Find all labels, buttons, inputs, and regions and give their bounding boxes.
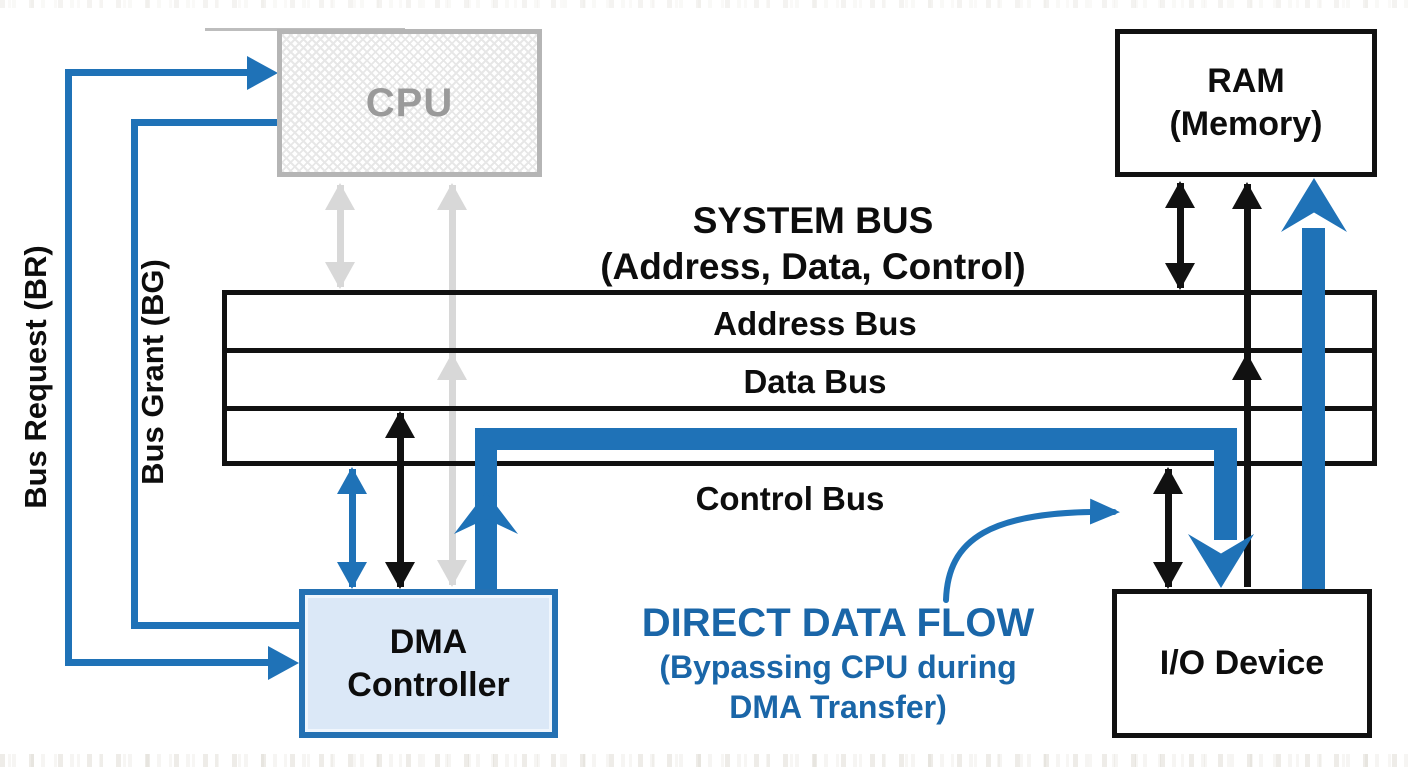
arrowhead-down-icon [1165,263,1195,290]
dma-controller-box: DMA Controller [299,589,558,738]
arrowhead-right-icon [247,56,278,90]
data-flow-band-io-vertical [1214,450,1237,540]
bus-request-label: Bus Request (BR) [18,245,53,509]
annotation-line2: (Bypassing CPU during [659,649,1017,685]
dma-bus-black-arrow [385,411,415,589]
arrow-shaft [1176,183,1184,288]
arrow-shaft [1164,469,1172,587]
bus-divider-2 [222,406,1377,411]
arrow-shaft [336,185,344,287]
bus-grant-line-from-cpu [131,119,277,126]
data-bus-label: Data Bus [743,363,887,400]
bus-bottom-line [222,461,1377,466]
ram-label-line1: RAM [1207,62,1285,100]
system-bus-title-line2: (Address, Data, Control) [600,246,1026,287]
data-flow-band-ram-vertical [1302,228,1325,592]
arrowhead-down-icon [325,262,355,289]
arrowhead-up-icon [337,467,367,494]
bus-right-edge [1372,290,1377,466]
annotation-line1: DIRECT DATA FLOW [641,601,1035,645]
control-bus-label: Control Bus [695,480,885,517]
arrowhead-up-icon [1232,182,1262,209]
address-bus-label: Address Bus [713,305,917,342]
arrowhead-up-icon [385,411,415,438]
arrowhead-down-icon [437,560,467,587]
arrow-shaft [448,185,456,585]
arrowhead-down-icon [385,562,415,589]
arrowhead-up-icon [1165,181,1195,208]
arrowhead-up-mid-icon [1232,353,1262,380]
bus-request-line-to-cpu [65,69,247,76]
bus-left-edge [222,290,227,466]
cpu-bus-gray-arrow [325,183,355,289]
arrowhead-down-icon [337,562,367,589]
direct-data-flow-annotation: DIRECT DATA FLOW (Bypassing CPU during D… [608,599,1068,727]
bus-request-vertical-line [65,69,72,666]
bus-grant-line-to-dma [131,622,299,629]
arrowhead-up-icon [437,183,467,210]
arrow-shaft [348,469,356,587]
dma-label-line1: DMA [389,622,468,661]
io-device-label: I/O Device [1159,644,1325,682]
bus-top-line [222,290,1377,295]
system-bus-title-line1: SYSTEM BUS [692,200,934,241]
arrow-shaft [1243,184,1251,587]
io-ram-arrow [1232,182,1262,589]
io-device-box: I/O Device [1112,589,1372,738]
arrowhead-up-icon [325,183,355,210]
dma-label-line2: Controller [347,665,510,704]
system-bus-title: SYSTEM BUS (Address, Data, Control) [463,198,1163,290]
arrowhead-right-icon [268,646,299,680]
top-edge-texture [0,0,1408,8]
io-bus-arrow [1153,467,1183,589]
cpu-box: CPU [277,29,542,177]
bus-grant-vertical-line [131,119,138,629]
data-flow-arrowhead-up-icon [1281,178,1347,232]
bus-divider-1 [222,348,1377,353]
cpu-label: CPU [365,80,454,125]
bus-grant-label: Bus Grant (BG) [135,259,170,485]
cpu-dma-gray-arrow [437,183,467,587]
arrowhead-down-icon [1153,562,1183,589]
bus-request-line-to-dma [65,659,268,666]
arrowhead-up-mid-icon [437,353,467,380]
ram-label-line2: (Memory) [1169,105,1323,143]
annotation-curved-arrow [943,498,1120,603]
bottom-edge-texture [0,754,1408,767]
ram-bus-arrow [1165,181,1195,290]
arrowhead-up-icon [1153,467,1183,494]
dma-bus-blue-arrow [337,467,367,589]
ram-box: RAM (Memory) [1115,29,1377,177]
arrow-shaft [396,413,404,587]
data-flow-band-horizontal [475,428,1237,450]
annotation-line3: DMA Transfer) [729,689,947,725]
